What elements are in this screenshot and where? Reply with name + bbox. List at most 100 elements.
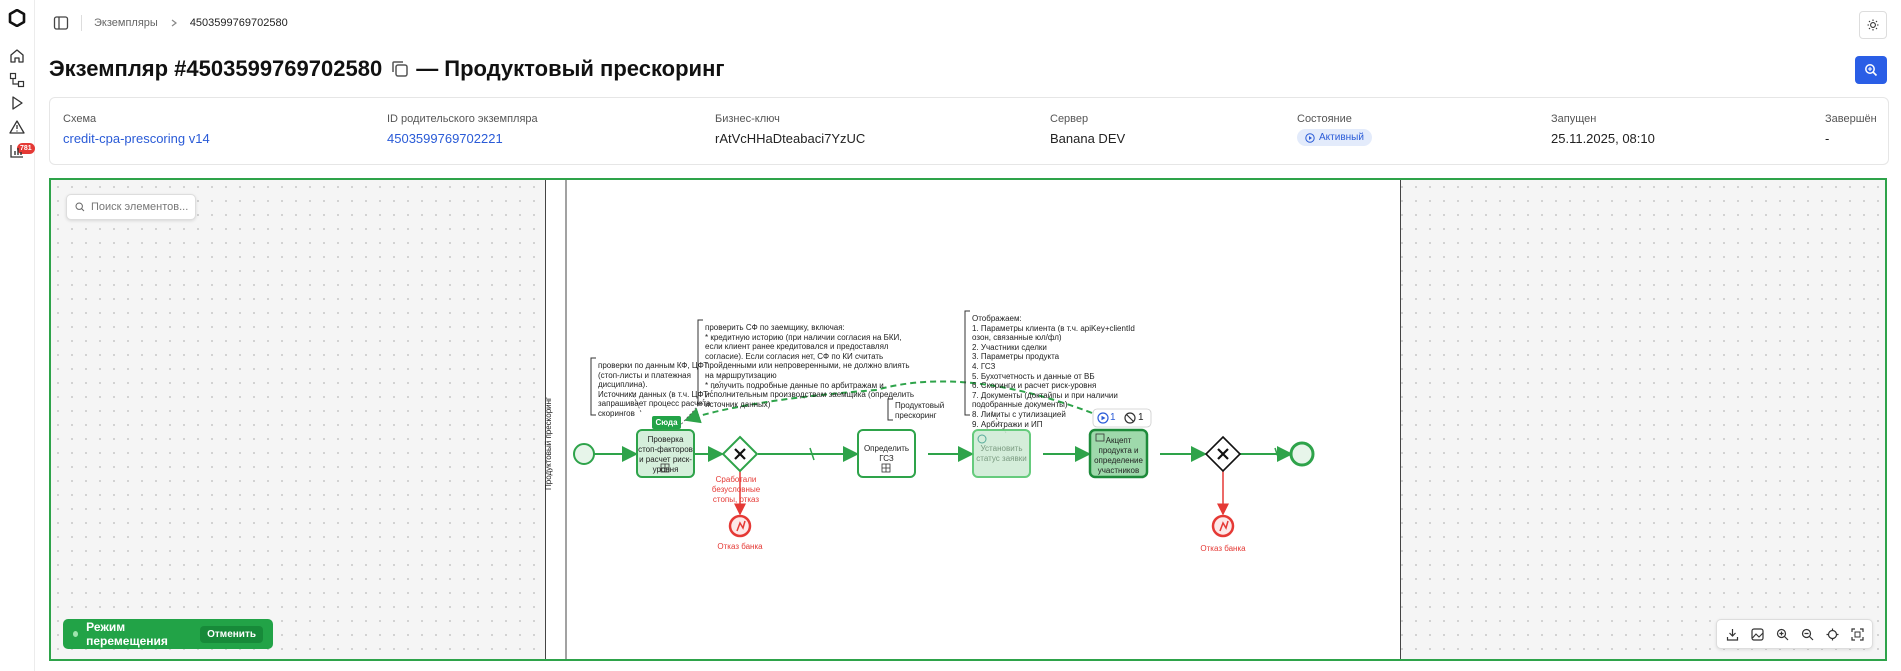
token-counter-bg: [1092, 408, 1152, 428]
parent-instance-link[interactable]: 4503599769702221: [387, 131, 503, 146]
task-stop-factors-label: Проверка стоп-факторов и расчет риск- ур…: [637, 435, 694, 475]
analytics-icon[interactable]: [8, 142, 26, 160]
breadcrumb-instances-link[interactable]: Экземпляры: [94, 17, 158, 29]
flow-label-line1: Сработали: [715, 475, 757, 484]
info-state: Состояние Активный: [1297, 113, 1372, 148]
lane-label: Продуктовый прескоринг: [542, 300, 572, 500]
diagram-paper: Продуктовый прескоринг Сюда Проверка сто…: [542, 180, 1401, 659]
status-badge: Активный: [1297, 129, 1372, 146]
page-title-suffix: — Продуктовый прескоринг: [416, 56, 725, 81]
t1-line4: уровня: [652, 465, 679, 474]
started-label: Запущен: [1551, 113, 1597, 125]
cancel-move-button[interactable]: Отменить: [200, 625, 263, 643]
parent-label: ID родительского экземпляра: [387, 113, 538, 125]
chevron-right-icon: [170, 19, 178, 27]
ann3-bracket: [887, 398, 893, 421]
sidebar-toggle-icon[interactable]: [53, 15, 69, 31]
end-event-2[interactable]: [1211, 514, 1235, 538]
t4-line4: участников: [1097, 466, 1140, 475]
end-event-success[interactable]: [1289, 441, 1315, 467]
theme-toggle-button[interactable]: [1859, 11, 1887, 39]
find-element-button[interactable]: [1855, 56, 1887, 84]
annotation-2: проверить СФ по заемщику, включая: * кре…: [705, 323, 915, 409]
task-stop-factors[interactable]: [636, 429, 695, 478]
service-task-icon: [977, 434, 987, 444]
t1-line3: и расчет риск-: [639, 455, 692, 464]
server-value: Banana DEV: [1050, 131, 1126, 146]
task-accept-product[interactable]: [1088, 428, 1149, 479]
user-task-icon: [1095, 433, 1105, 442]
bpmn-diagram: [565, 180, 1315, 659]
diagram-search[interactable]: [66, 194, 196, 220]
top-bar: Экземпляры 4503599769702580: [35, 0, 1901, 46]
zoom-toolbar: [1716, 619, 1873, 649]
export-image-icon[interactable]: [1746, 623, 1768, 645]
flow-condition-label: Сработали безусловные стопы, отказ: [706, 475, 766, 505]
search-icon: [75, 202, 85, 212]
logo-icon[interactable]: [8, 9, 26, 27]
cancelled-token-count: 1: [1138, 412, 1144, 423]
scheme-link[interactable]: credit-cpa-prescoring v14: [63, 131, 210, 146]
end-event-1[interactable]: [728, 514, 752, 538]
ann2-bracket: [697, 319, 703, 405]
info-started: Запущен 25.11.2025, 08:10: [1551, 113, 1655, 146]
t3-line1: Установить: [980, 444, 1023, 453]
t4-line2: продукта и: [1098, 446, 1139, 455]
bpmn-canvas[interactable]: Продуктовый прескоринг Сюда Проверка сто…: [49, 178, 1887, 661]
status-text: Активный: [1319, 132, 1364, 143]
diagram-search-input[interactable]: [91, 201, 191, 213]
ann4-bracket: [964, 310, 970, 416]
task-set-status-label: Установить статус заявки: [973, 444, 1030, 464]
instance-info-card: Схема credit-cpa-prescoring v14 ID родит…: [49, 97, 1889, 165]
fit-screen-icon[interactable]: [1846, 623, 1868, 645]
task-set-status[interactable]: [972, 429, 1031, 478]
t3-line2: статус заявки: [976, 454, 1027, 463]
move-mode-panel: Режим перемещения Отменить: [63, 619, 273, 649]
schemes-icon[interactable]: [8, 71, 26, 89]
info-scheme: Схема credit-cpa-prescoring v14: [63, 113, 210, 146]
zoom-in-icon[interactable]: [1771, 623, 1793, 645]
t2-line1: Определить: [863, 444, 910, 453]
task-define-gsz[interactable]: [857, 429, 916, 478]
instances-icon[interactable]: [8, 94, 26, 112]
scheme-label: Схема: [63, 113, 97, 125]
ann1-bracket: [590, 357, 596, 416]
play-circle-icon: [1305, 132, 1315, 143]
download-icon[interactable]: [1721, 623, 1743, 645]
error-icon-2: [1219, 520, 1229, 532]
cancelled-token-icon: [1124, 412, 1136, 424]
annotation-3: Продуктовый прескоринг: [895, 401, 945, 420]
copy-icon[interactable]: [390, 59, 410, 79]
end-event-1-label: Отказ банка: [717, 542, 763, 551]
server-label: Сервер: [1050, 113, 1089, 125]
here-badge-bg: [652, 416, 681, 429]
zoom-out-icon[interactable]: [1796, 623, 1818, 645]
sidebar: 781: [0, 0, 35, 671]
default-flow-marker: [809, 447, 815, 461]
page-title-prefix: Экземпляр #4503599769702580: [49, 56, 383, 81]
center-icon[interactable]: [1821, 623, 1843, 645]
start-event[interactable]: [573, 443, 595, 465]
move-mode-label: Режим перемещения: [86, 620, 168, 648]
incidents-icon[interactable]: [8, 118, 26, 136]
t1-line2: стоп-факторов: [638, 445, 693, 454]
incidents-count-badge: 781: [17, 143, 35, 154]
assoc-ann2: [675, 374, 727, 431]
info-server: Сервер Banana DEV: [1050, 113, 1125, 146]
annotation-1: проверки по данным КФ, ЦФТ (стоп-листы и…: [598, 361, 711, 418]
zoom-search-icon: [1865, 64, 1878, 77]
annotation-4: Отображаем: 1. Параметры клиента (в т.ч.…: [972, 314, 1135, 429]
home-icon[interactable]: [8, 47, 26, 65]
t4-line1: Акцепт: [1105, 436, 1132, 445]
breadcrumb-current: 4503599769702580: [189, 17, 288, 29]
task-accept-product-label: Акцепт продукта и определение участников: [1090, 436, 1147, 476]
t2-line2: ГСЗ: [879, 454, 894, 463]
t1-line1: Проверка: [647, 435, 684, 444]
assoc-ann1: [630, 389, 642, 413]
active-token-icon: [1097, 412, 1109, 424]
info-finished: Завершён -: [1825, 113, 1877, 146]
lane-label-text: Продуктовый прескоринг: [544, 397, 553, 490]
state-label: Состояние: [1297, 113, 1352, 125]
finished-value: -: [1825, 131, 1830, 146]
flow-label-line3: стопы, отказ: [712, 495, 760, 504]
